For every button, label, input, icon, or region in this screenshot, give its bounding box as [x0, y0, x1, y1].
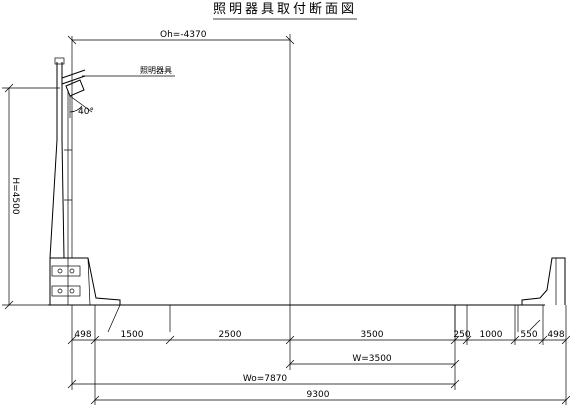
tilt-angle-label: 40°: [78, 107, 94, 117]
total-width-dimension: [90, 395, 570, 405]
dimension-498-right: 498: [547, 330, 564, 340]
right-barrier: [521, 257, 566, 305]
drawing-title: 照明器具取付断面図: [213, 2, 357, 17]
effective-width-dimension: [67, 379, 460, 389]
lane-width-dimension: [285, 359, 460, 369]
dimension-250: 250: [453, 330, 470, 340]
dimension-1000: 1000: [480, 330, 503, 340]
overhang-label: Oh=-4370: [160, 30, 207, 40]
effective-width-label: Wo=7870: [243, 374, 288, 384]
extension-lines: [71, 305, 567, 405]
height-label: H=4500: [10, 177, 20, 214]
fixture-label: 照明器具: [140, 66, 172, 75]
lighting-pole: [49, 36, 73, 259]
left-barrier: [49, 257, 121, 306]
lighting-fixture: [61, 69, 86, 97]
total-width-label: 9300: [307, 390, 330, 400]
dimension-2500: 2500: [219, 330, 242, 340]
dimension-550: 550: [520, 330, 537, 340]
lane-width-label: W=3500: [352, 354, 392, 364]
dimension-3500: 3500: [361, 330, 384, 340]
height-dimension: [2, 83, 60, 310]
overhang-dimension: [67, 34, 295, 305]
tilt-angle-marker: [69, 95, 93, 118]
dimension-498-left: 498: [74, 330, 91, 340]
main-dimension-line: [67, 335, 570, 345]
dimension-1500: 1500: [121, 330, 144, 340]
lane-markings: [107, 304, 541, 333]
